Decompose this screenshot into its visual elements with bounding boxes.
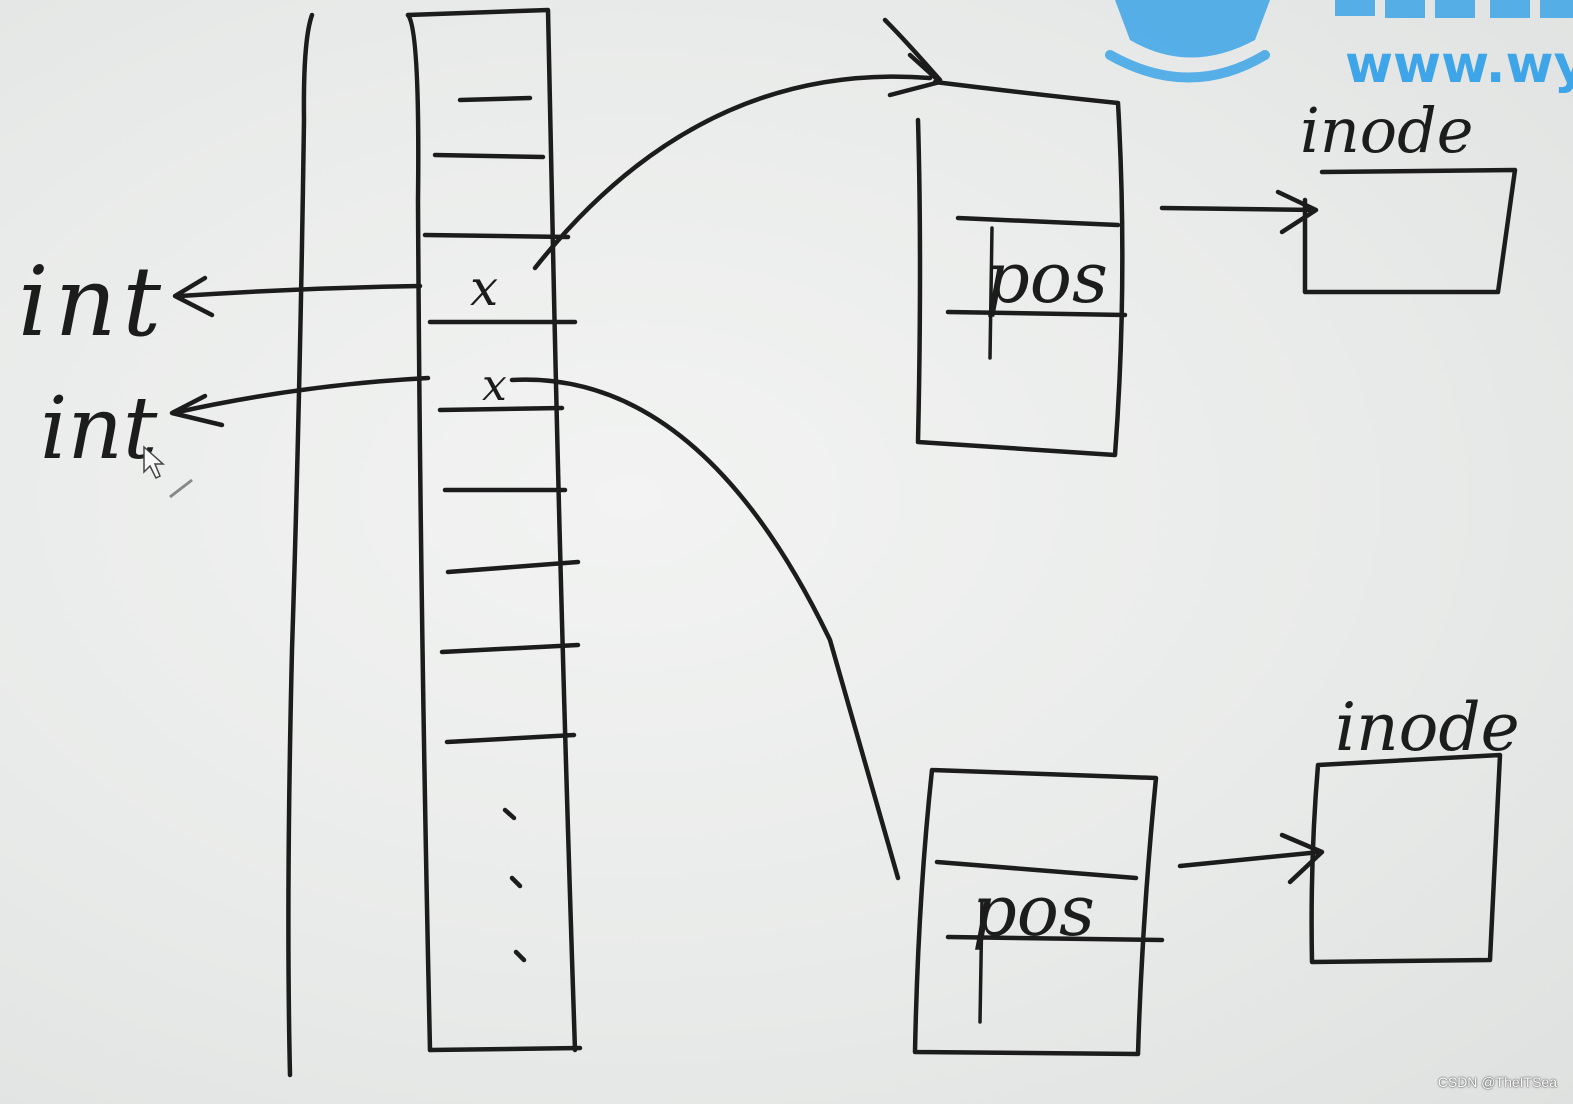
watermark-logo <box>1105 0 1573 83</box>
pen-cursor-icon <box>169 478 193 499</box>
watermark-url: www.wy <box>1345 35 1573 95</box>
curve-to-file-2 <box>509 377 901 881</box>
arrow-to-inode-2 <box>1177 849 1323 869</box>
arrowhead-inode-1 <box>1275 189 1319 235</box>
inode-box-2 <box>1309 752 1503 965</box>
fd-entry-label-2: int <box>40 379 158 479</box>
arrowhead-int-2 <box>169 393 225 428</box>
file-struct-2 <box>912 767 1165 1057</box>
process-boundary-line <box>286 12 315 1078</box>
mouse-cursor-icon <box>143 445 165 480</box>
arrowhead-inode-2 <box>1279 832 1325 885</box>
fd-pointer-mark-2: x <box>482 360 507 411</box>
file-pos-label-2: pos <box>972 870 1095 952</box>
curve-to-file-1 <box>532 74 933 271</box>
arrow-to-int-2 <box>175 375 431 415</box>
inode-box-1 <box>1302 167 1518 295</box>
inode-label-1: inode <box>1300 94 1473 167</box>
arrow-to-int-1 <box>177 283 423 299</box>
inode-label-2: inode <box>1335 689 1520 766</box>
arrowhead-file-1 <box>882 17 943 98</box>
credit-watermark: CSDN @TheITSea <box>1437 1074 1557 1090</box>
arrowhead-int-1 <box>172 275 215 318</box>
fd-pointer-mark-1: x <box>470 259 498 317</box>
arrow-to-inode-1 <box>1159 205 1318 213</box>
fd-entry-label-1: int <box>18 246 167 358</box>
fd-table <box>405 7 583 1053</box>
file-pos-label-1: pos <box>985 237 1108 319</box>
file-struct-1 <box>915 79 1128 458</box>
